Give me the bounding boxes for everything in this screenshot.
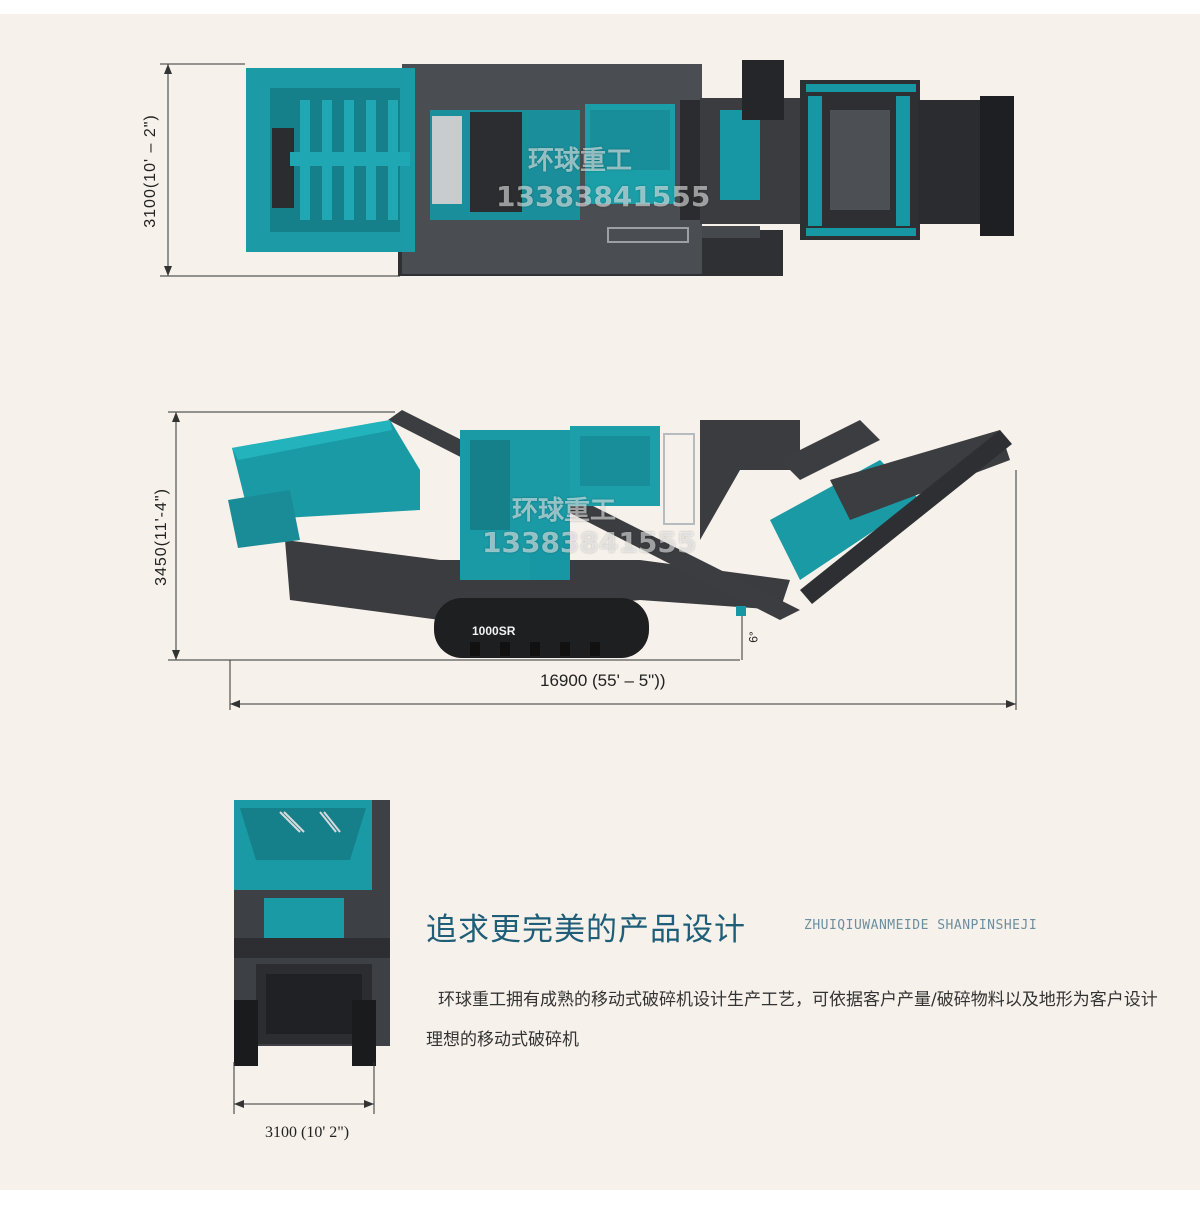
section-description: 环球重工拥有成熟的移动式破碎机设计生产工艺，可依据客户产量/破碎物料以及地形为客…: [426, 990, 1158, 1050]
watermark-phone-top: 13383841555: [496, 180, 711, 213]
watermark-brand-side: 环球重工: [512, 496, 617, 526]
section-subtitle: ZHUIQIUWANMEIDE SHANPINSHEJI: [804, 918, 1038, 933]
front-width-label: 3100 (10' 2"): [265, 1124, 350, 1141]
watermark-phone-side: 13383841555: [482, 526, 697, 559]
watermark-brand-top: 环球重工: [528, 146, 633, 176]
side-length-label: 16900 (55' – 5")): [540, 671, 666, 690]
section-title: 追求更完美的产品设计: [426, 912, 746, 948]
model-label: 1000SR: [472, 624, 516, 638]
